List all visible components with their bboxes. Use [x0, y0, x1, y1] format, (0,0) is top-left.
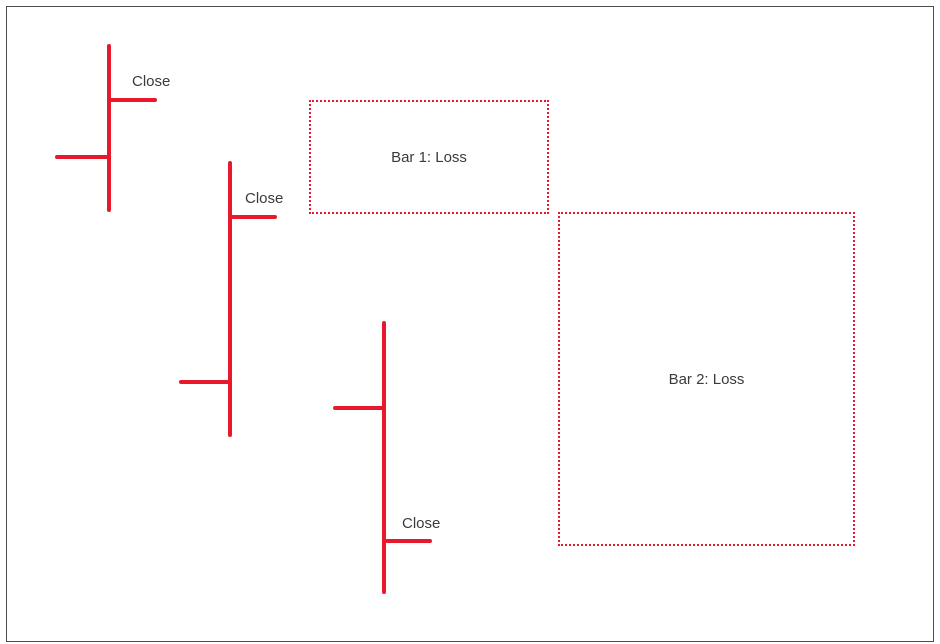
ohlc-bar-2-close-label: Close: [245, 190, 284, 207]
ohlc-bar-1-open-tick: [55, 155, 110, 159]
ohlc-bar-1-close-tick: [109, 98, 157, 102]
loss-box-bar1-label: Bar 1: Loss: [391, 148, 467, 166]
ohlc-bar-2-range-line: [228, 161, 232, 437]
loss-box-bar2-label: Bar 2: Loss: [668, 370, 745, 388]
ohlc-bar-1-close-label: Close: [132, 73, 171, 90]
ohlc-bar-2-close-tick: [231, 215, 277, 219]
ohlc-bar-3-close-tick: [385, 539, 432, 543]
diagram-border: [6, 6, 934, 642]
ohlc-bar-2-open-tick: [179, 380, 231, 384]
ohlc-bar-3-close-label: Close: [402, 515, 441, 532]
loss-box-bar2: Bar 2: Loss: [558, 212, 855, 546]
ohlc-bar-1-range-line: [107, 44, 111, 212]
ohlc-bar-3-range-line: [382, 321, 386, 594]
ohlc-bar-3-open-tick: [333, 406, 385, 410]
loss-box-bar1: Bar 1: Loss: [309, 100, 549, 214]
